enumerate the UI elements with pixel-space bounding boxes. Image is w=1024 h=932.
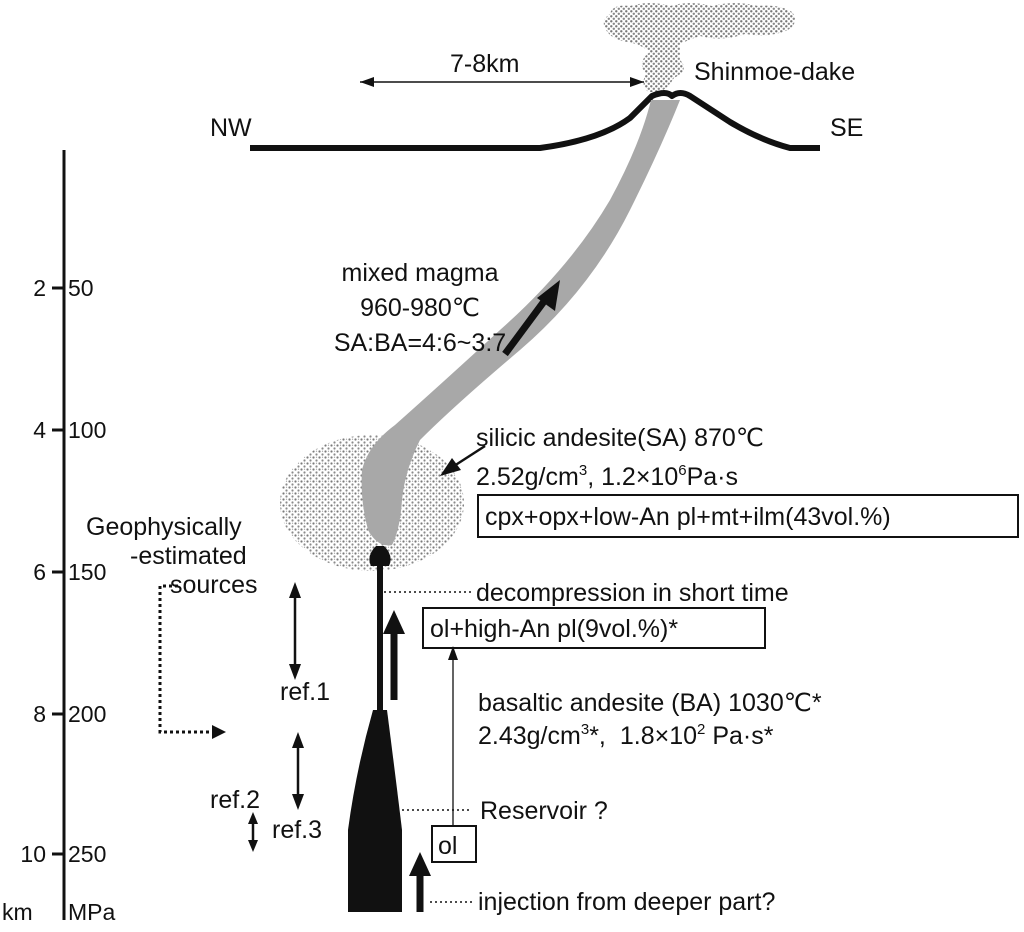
mixed-magma-temp: 960-980℃ — [360, 294, 480, 322]
axis-unit-mpa: MPa — [68, 899, 116, 925]
phenocrysts-text: ol+high-An pl(9vol.%)* — [430, 615, 678, 643]
geophysical-label-line3: sources — [170, 571, 258, 599]
basaltic-andesite-properties: 2.43g/cm3*, 1.8×102 Pa·s* — [478, 721, 774, 750]
tick-km-6: 6 — [33, 559, 46, 585]
mixed-magma-label: mixed magma — [342, 259, 499, 287]
silicic-viscosity-unit: Pa·s — [687, 463, 738, 491]
mixed-magma-conduit — [361, 100, 680, 546]
ref2-range-arrow — [292, 732, 304, 810]
tick-km-4: 4 — [33, 417, 46, 443]
volcano-name: Shinmoe-dake — [694, 58, 855, 86]
topography-profile — [250, 90, 820, 151]
tick-km-8: 8 — [33, 701, 46, 727]
basaltic-viscosity-unit: Pa·s* — [705, 722, 773, 750]
ol-box — [431, 825, 477, 863]
tick-mpa-100: 100 — [68, 417, 106, 443]
tick-mpa-150: 150 — [68, 559, 106, 585]
distance-measure — [360, 77, 644, 87]
geophysical-connector — [158, 584, 226, 739]
ol-path-arrow — [448, 646, 458, 826]
eruption-plume — [603, 3, 796, 92]
tick-km-2: 2 — [33, 275, 46, 301]
mixed-magma-ratio: SA:BA=4:6~3:7 — [334, 329, 506, 357]
silicic-andesite-properties: 2.52g/cm3, 1.2×106Pa·s — [476, 462, 738, 491]
silicic-minerals-box — [477, 494, 1019, 538]
nw-label: NW — [210, 114, 252, 142]
distance-label: 7-8km — [450, 50, 519, 78]
injection-label: injection from deeper part? — [478, 888, 775, 916]
ref3-label: ref.3 — [272, 816, 322, 844]
silicic-pointer-arrow — [440, 444, 486, 476]
basaltic-viscosity: 1.8×10 — [620, 722, 697, 750]
ol-label: ol — [438, 832, 457, 860]
tick-mpa-50: 50 — [68, 275, 94, 301]
ref1-range-arrow — [289, 582, 301, 680]
phenocrysts-box — [422, 607, 766, 649]
silicic-minerals-text: cpx+opx+low-An pl+mt+ilm(43vol.%) — [485, 503, 891, 531]
depth-axis — [52, 150, 66, 920]
axis-unit-km: km — [2, 899, 33, 925]
tick-km-10: 10 — [20, 841, 46, 867]
silicic-density-exp: 3 — [579, 462, 587, 479]
tick-mpa-200: 200 — [68, 701, 106, 727]
tick-mpa-250: 250 — [68, 841, 106, 867]
ref3-range-arrow — [248, 812, 258, 852]
se-label: SE — [830, 114, 863, 142]
decompression-label: decompression in short time — [476, 579, 789, 607]
ref1-label: ref.1 — [280, 678, 330, 706]
basaltic-density-exp: 3 — [581, 721, 589, 738]
injection-arrow — [409, 852, 431, 912]
basaltic-density-suffix: *, — [589, 722, 606, 750]
geophysical-label-line2: -estimated — [130, 542, 247, 570]
basaltic-density: 2.43g/cm — [478, 722, 581, 750]
silicic-density: 2.52g/cm — [476, 463, 579, 491]
geophysical-label-line1: Geophysically — [86, 513, 242, 541]
ref2-label: ref.2 — [210, 786, 260, 814]
silicic-andesite-title: silicic andesite(SA) 870℃ — [476, 424, 764, 452]
reservoir-label: Reservoir ? — [480, 797, 608, 825]
basaltic-viscosity-exp: 2 — [697, 721, 705, 738]
upward-flow-arrow-conduit — [502, 280, 560, 357]
basaltic-andesite-title: basaltic andesite (BA) 1030℃* — [478, 689, 822, 717]
upward-flow-arrow-dike — [383, 610, 405, 700]
silicic-viscosity: , 1.2×10 — [587, 463, 678, 491]
silicic-viscosity-exp: 6 — [678, 462, 686, 479]
basaltic-feeder — [348, 546, 402, 912]
